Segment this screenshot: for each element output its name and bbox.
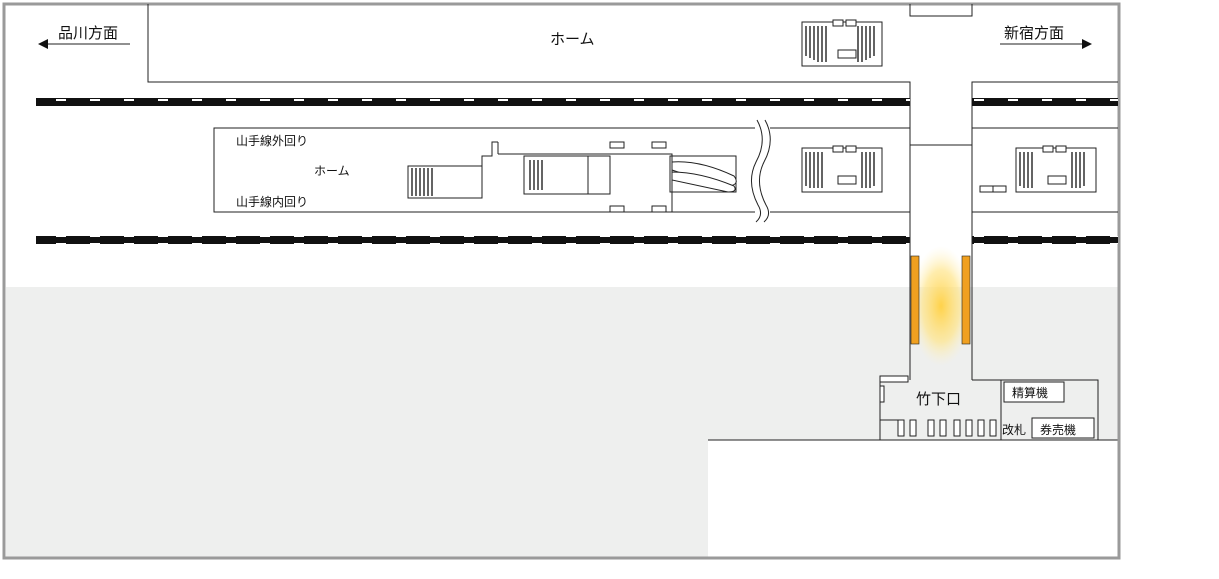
fare-adjust-box bbox=[1003, 381, 1065, 403]
stairs-icon bbox=[1015, 145, 1097, 193]
fare-adjust-label: 精算機 bbox=[1012, 385, 1048, 400]
escalator-icon bbox=[979, 185, 1007, 193]
gate-label: 改札 bbox=[1002, 423, 1026, 437]
stairs-icon bbox=[407, 141, 498, 199]
ticket-gates bbox=[879, 375, 997, 437]
escalator-icon bbox=[669, 155, 737, 193]
top-platform-label: ホーム bbox=[550, 30, 595, 48]
inner-line-label: 山手線内回り bbox=[236, 194, 308, 209]
stair-marker-left bbox=[910, 255, 920, 345]
stair-marker-right bbox=[961, 255, 971, 345]
highlighted-passage bbox=[910, 246, 972, 366]
direction-shinjuku-label: 新宿方面 bbox=[1004, 24, 1064, 42]
stairs-icon bbox=[801, 19, 883, 67]
ticket-machine-box bbox=[1031, 417, 1095, 439]
stairs-icon bbox=[801, 145, 883, 193]
stairs-icon bbox=[497, 141, 673, 213]
map-frame bbox=[2, 2, 1121, 560]
arrow-right-icon bbox=[1000, 39, 1092, 49]
ticket-machine-label: 券売機 bbox=[1040, 422, 1076, 437]
island-platform bbox=[213, 119, 1118, 223]
exit-name-label: 竹下口 bbox=[916, 390, 961, 408]
direction-shinagawa-label: 品川方面 bbox=[58, 24, 118, 42]
rail-track-upper bbox=[36, 98, 1118, 106]
outer-line-label: 山手線外回り bbox=[236, 133, 308, 148]
rail-track-lower bbox=[36, 236, 1118, 244]
arrow-left-icon bbox=[38, 39, 130, 49]
island-platform-label: ホーム bbox=[314, 164, 350, 178]
top-platform bbox=[147, 4, 1118, 146]
